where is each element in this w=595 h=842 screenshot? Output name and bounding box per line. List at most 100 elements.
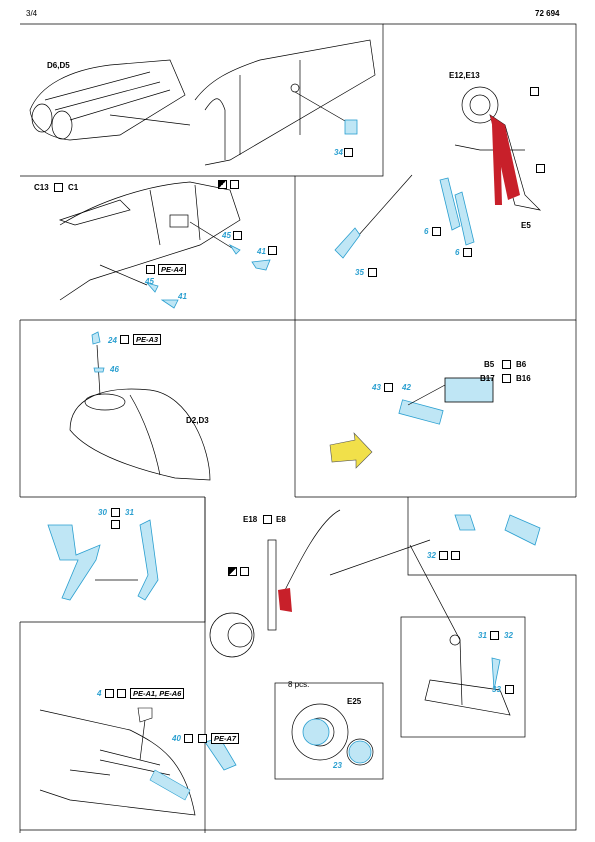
kit-code: 72 694: [535, 9, 560, 18]
part-number-6b: 6: [455, 248, 460, 257]
remove-icon-13: [490, 631, 499, 640]
label-d6-d5: D6,D5: [47, 61, 70, 70]
label-c1: C1: [68, 183, 79, 192]
label-b5: B5: [484, 360, 495, 369]
part-43-panel: [444, 377, 494, 403]
part-23-shape: [348, 740, 372, 764]
bend-icon-5: [451, 551, 460, 560]
part-number-41a: 41: [257, 247, 266, 256]
bend-icon: [432, 227, 441, 236]
paint-icon-2: [228, 567, 237, 576]
part-number-4: 4: [97, 689, 102, 698]
remove-icon-10: [263, 515, 272, 524]
remove-icon-8: [384, 383, 393, 392]
remove-icon: [344, 148, 353, 157]
part-4-shape: [137, 707, 153, 723]
cockpit-side-drawing: [58, 181, 241, 301]
main-gear-drawing: [209, 509, 511, 716]
label-8-pcs: 8 pcs.: [288, 680, 310, 689]
part-number-43: 43: [372, 383, 381, 392]
ref-pe-a1-a6: PE-A1, PE-A6: [130, 688, 185, 699]
part-number-42: 42: [402, 383, 411, 392]
part-number-31: 31: [125, 508, 134, 517]
ref-pe-a4: PE-A4: [158, 264, 187, 275]
remove-icon-4: [233, 231, 242, 240]
part-number-45a: 45: [222, 231, 231, 240]
part-45b-shape: [145, 282, 159, 293]
part-number-40: 40: [172, 734, 181, 743]
part-30-shape: [47, 524, 101, 601]
pe-icon-3: [117, 689, 126, 698]
part-number-24: 24: [108, 336, 117, 345]
engine-nacelle-drawing: [29, 39, 376, 166]
red-strut-2: [492, 125, 502, 205]
part-41a-shape: [251, 259, 271, 271]
page-number: 3/4: [26, 9, 38, 18]
part-42-shape: [398, 399, 444, 425]
label-b17: B17: [480, 374, 495, 383]
part-31-shape: [137, 519, 159, 601]
part-6a-shape: [439, 177, 461, 231]
part-number-45b: 45: [145, 277, 154, 286]
part-number-6a: 6: [424, 227, 429, 236]
remove-icon-6: [502, 360, 511, 369]
bend-icon-2: [463, 248, 472, 257]
part-6b-shape: [454, 191, 475, 246]
label-e18: E18: [243, 515, 258, 524]
part-33-shape: [491, 657, 501, 691]
ref-pe-a7: PE-A7: [211, 733, 240, 744]
part-34-shape: [344, 119, 358, 135]
remove-icon-3: [230, 180, 239, 189]
bend-icon-4: [111, 520, 120, 529]
label-b16: B16: [516, 374, 531, 383]
nose-drawing: [39, 703, 374, 816]
pe-icon-4: [198, 734, 207, 743]
label-e12-e13: E12,E13: [449, 71, 480, 80]
paint-icon: [218, 180, 227, 189]
detail-icon: [530, 87, 539, 96]
canopy-drawing: [69, 344, 211, 481]
part-41b-shape: [160, 299, 179, 309]
label-d2-d3: D2,D3: [186, 416, 209, 425]
red-gear-part: [278, 588, 292, 612]
blue-sill: [149, 769, 191, 801]
remove-icon-2: [54, 183, 63, 192]
part-35-shape: [334, 227, 361, 259]
part-number-33: 33: [492, 685, 501, 694]
part-45a-shape: [228, 243, 241, 255]
remove-icon-12: [439, 551, 448, 560]
panel-frames: [19, 23, 577, 833]
label-e5: E5: [521, 221, 531, 230]
gear-strut-drawing: [349, 86, 542, 246]
ref-pe-a3: PE-A3: [133, 334, 162, 345]
part-number-23: 23: [333, 761, 342, 770]
front-arrow: [329, 432, 373, 469]
part-number-41b: 41: [178, 292, 187, 301]
part-number-34: 34: [334, 148, 343, 157]
part-number-32a: 32: [427, 551, 436, 560]
label-e8: E8: [276, 515, 286, 524]
detail-icon-2: [536, 164, 545, 173]
part-number-31b: 31: [478, 631, 487, 640]
bend-icon-6: [105, 689, 114, 698]
part-24-shape: [91, 331, 101, 345]
part-e25-disc: [302, 718, 330, 746]
part-number-32b: 32: [504, 631, 513, 640]
label-e25: E25: [347, 697, 362, 706]
part-number-30: 30: [98, 508, 107, 517]
pe-icon-2: [120, 335, 129, 344]
remove-icon-5: [268, 246, 277, 255]
part-number-46: 46: [110, 365, 119, 374]
part-32b-shape: [504, 514, 541, 546]
remove-icon-15: [184, 734, 193, 743]
pe-icon: [146, 265, 155, 274]
part-46-shape: [93, 367, 105, 373]
remove-icon-7: [502, 374, 511, 383]
part-32a-shape: [454, 514, 476, 531]
label-b6: B6: [516, 360, 527, 369]
remove-icon-9: [111, 508, 120, 517]
bend-icon-3: [368, 268, 377, 277]
remove-icon-14: [505, 685, 514, 694]
label-c13: C13: [34, 183, 49, 192]
